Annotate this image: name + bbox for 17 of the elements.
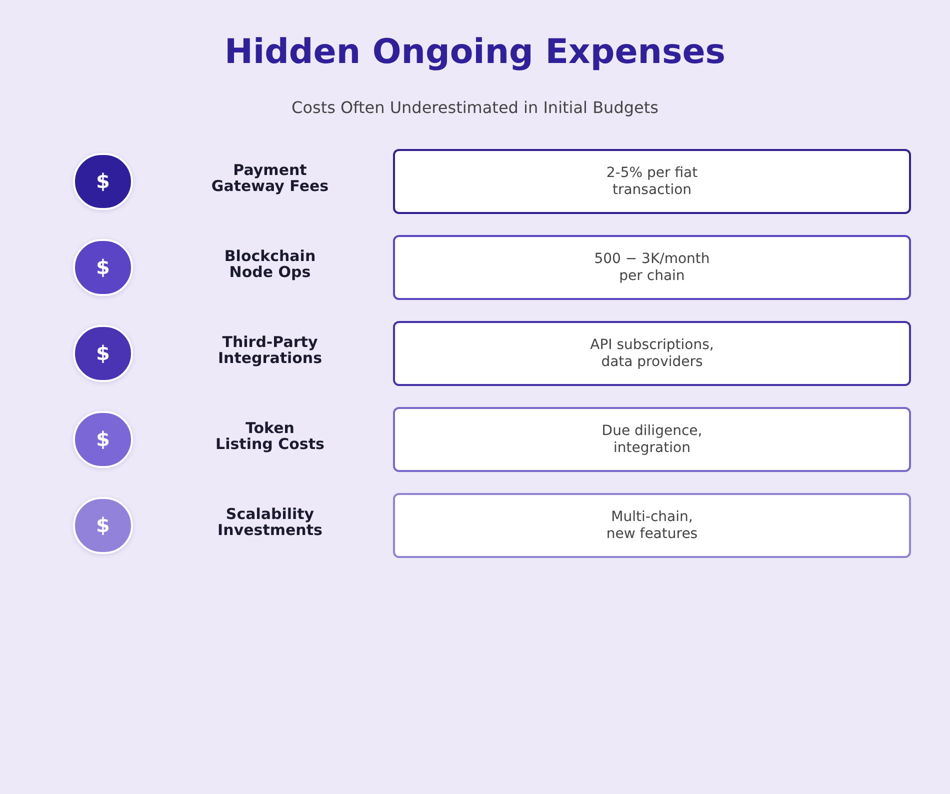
category-label: Payment Gateway Fees (211, 162, 329, 194)
subtitle: Costs Often Underestimated in Initial Budgets (290, 98, 660, 118)
category-label: Scalability Investments (218, 506, 322, 538)
description-text: Multi-chain, new features (606, 508, 698, 542)
description-text: Due diligence, integration (602, 422, 702, 456)
category-label: Blockchain Node Ops (224, 248, 316, 280)
category-label: Token Listing Costs (216, 420, 324, 452)
description-box (393, 321, 911, 386)
description-box (393, 149, 911, 214)
title: Hidden Ongoing Expenses (223, 31, 727, 73)
description-box (393, 493, 911, 558)
description-text: 2-5% per fiat transaction (606, 164, 698, 198)
category-label: Third-Party Integrations (218, 334, 322, 366)
description-box (393, 407, 911, 472)
description-text: API subscriptions, data providers (590, 336, 714, 370)
description-text: 500 − 3K/month per chain (594, 250, 710, 284)
description-box (393, 235, 911, 300)
